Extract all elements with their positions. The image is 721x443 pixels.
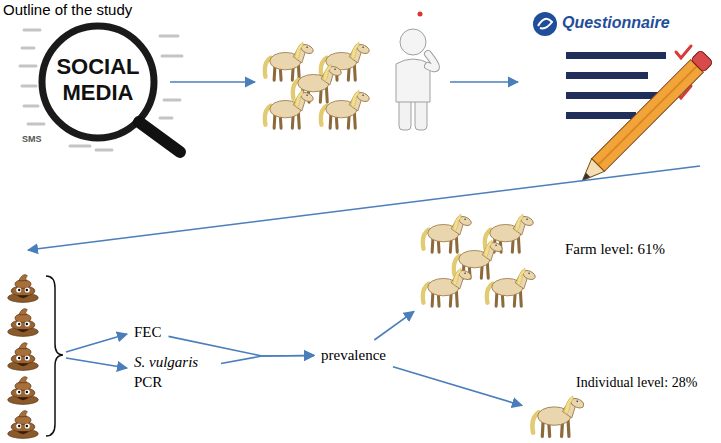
questionnaire-icon: Questionnaire: [560, 13, 672, 33]
node-text: S. vulgaris PCR: [131, 351, 217, 393]
flow-connector: [169, 336, 314, 356]
node-text: SOCIAL MEDIA: [42, 54, 154, 106]
method-label: FEC: [131, 321, 165, 343]
node-text: Questionnaire: [560, 13, 672, 33]
flow-arrow: [66, 358, 127, 368]
social-media-icon: SOCIAL MEDIASMS: [42, 26, 154, 138]
node-text: Farm level: 61%: [565, 240, 665, 258]
node-text: Individual level: 28%: [576, 374, 697, 392]
flow-connector: [393, 367, 522, 406]
flow-arrow: [170, 81, 255, 83]
flow-connector: [221, 355, 314, 363]
horse-group: [265, 42, 371, 128]
node-text: FEC: [131, 321, 165, 343]
individual-horse: Individual level: 28%: [526, 392, 588, 440]
flow-connector: [374, 311, 414, 340]
questionnaire-icon: [533, 12, 713, 187]
bracket: [46, 276, 63, 436]
node-text: prevalence: [318, 344, 389, 366]
thinking-person: [396, 12, 436, 131]
result-label: prevalence: [318, 344, 389, 366]
farm-group: Farm level: 61%: [418, 210, 542, 318]
node-text: SMS: [22, 134, 42, 144]
flow-arrow: [28, 166, 700, 250]
social-media-icon: [20, 26, 182, 152]
diagram-title: Outline of the study: [3, 1, 132, 18]
flow-arrow: [66, 334, 127, 352]
single-horse: [532, 396, 585, 436]
flow-arrow: [450, 81, 518, 83]
method-label: S. vulgaris PCR: [131, 351, 217, 393]
faecal-sample-column: [8, 275, 39, 439]
farm-horse-group: [423, 214, 537, 306]
